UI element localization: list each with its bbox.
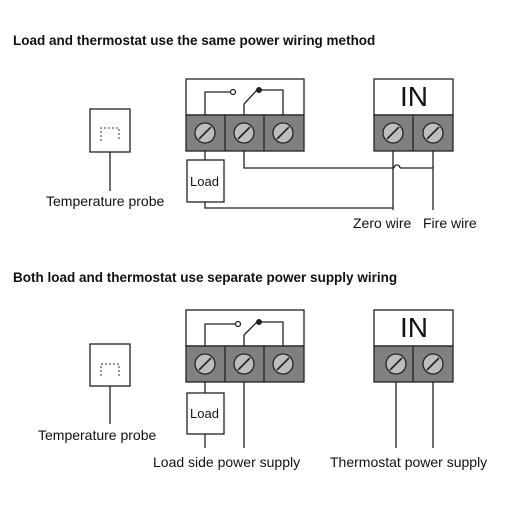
section2-thermostat-supply-label: Thermostat power supply	[330, 454, 487, 470]
section2-in-label: IN	[400, 312, 428, 343]
section1-in-label: IN	[400, 81, 428, 112]
section1-wires	[204, 151, 434, 210]
section1-zero-wire-label: Zero wire	[353, 215, 412, 231]
section2-probe-label: Temperature probe	[38, 427, 157, 443]
screw-icon	[385, 353, 407, 375]
screw-icon	[422, 122, 444, 144]
section1-heading: Load and thermostat use the same power w…	[13, 33, 375, 48]
section2-in-terminal-block	[373, 309, 454, 383]
section1-fire-wire-label: Fire wire	[423, 215, 477, 231]
screw-icon	[422, 353, 444, 375]
section1-load-label: Load	[190, 174, 219, 189]
screw-icon	[194, 353, 216, 375]
section1-probe-label: Temperature probe	[46, 193, 165, 209]
section2-relay-terminal-block	[185, 309, 305, 383]
section1-relay-terminal-block	[185, 78, 305, 152]
screw-icon	[233, 122, 255, 144]
screw-icon	[272, 353, 294, 375]
screw-icon	[194, 122, 216, 144]
section2-wires	[204, 382, 434, 448]
screw-icon	[382, 122, 404, 144]
section2-heading: Both load and thermostat use separate po…	[13, 270, 397, 285]
section2-load-supply-label: Load side power supply	[153, 454, 300, 470]
section1-in-terminal-block	[373, 78, 454, 152]
screw-icon	[233, 353, 255, 375]
screw-icon	[272, 122, 294, 144]
section1-temperature-probe	[89, 108, 131, 191]
section2-temperature-probe	[89, 343, 131, 424]
section2-load-label: Load	[190, 406, 219, 421]
